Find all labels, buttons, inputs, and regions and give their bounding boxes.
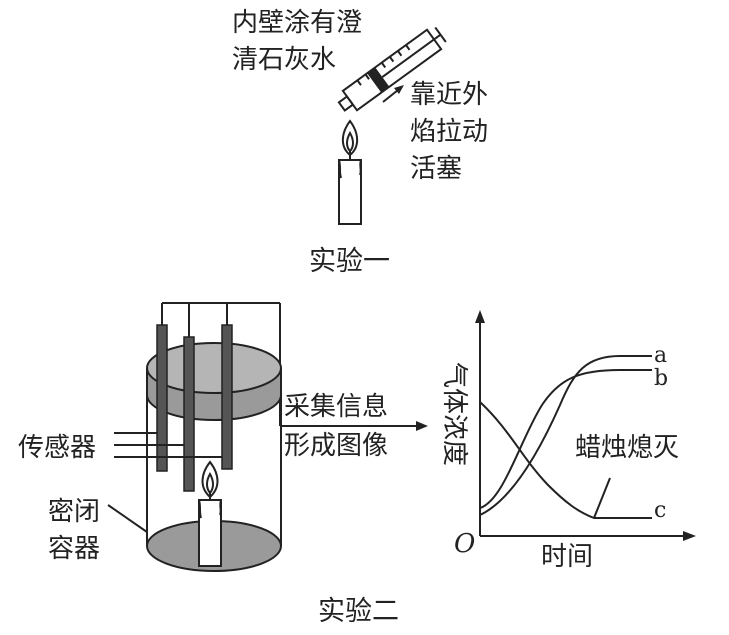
sensor-label: 传感器: [18, 433, 96, 463]
flame-inner: [346, 130, 354, 153]
process-line1: 采集信息: [284, 392, 388, 422]
candle-body: [198, 499, 222, 567]
caption-experiment-one: 实验一: [309, 246, 390, 277]
container-label-line1: 密闭: [48, 497, 100, 527]
sensor-middle: [183, 336, 195, 492]
data-arrow: [280, 421, 428, 431]
curve-c-label: c: [654, 498, 666, 523]
concentration-graph: O 时间 气体浓度 a b c 蜡烛熄灭: [439, 310, 696, 572]
syringe-plunger-rod: [381, 33, 442, 78]
action-line1: 靠近外: [410, 80, 488, 110]
syringe-label-line1: 内壁涂有澄: [232, 8, 362, 38]
action-line3: 活塞: [410, 154, 462, 184]
event-pointer: [593, 477, 611, 519]
experiment-two: 传感器 密闭 容器 采集信息 形成图像 实验二: [18, 302, 428, 627]
label-pointers: [107, 432, 222, 533]
container-label-line2: 容器: [48, 534, 100, 564]
sensors: [156, 324, 233, 492]
x-axis-label: 时间: [541, 542, 593, 572]
syringe-label-line2: 清石灰水: [232, 45, 336, 75]
candle-one: [338, 119, 362, 225]
event-label: 蜡烛熄灭: [575, 433, 679, 463]
sensor-left: [156, 324, 168, 472]
curve-a-label: a: [654, 343, 667, 368]
candle-two: [198, 460, 222, 567]
syringe-tip: [337, 95, 355, 112]
candle-body: [338, 159, 362, 225]
y-axis-label-text: 气体浓度: [439, 362, 469, 466]
curve-b-label: b: [654, 366, 668, 391]
x-axis-arrow: [683, 531, 696, 541]
syringe-plunger-handle: [434, 26, 447, 43]
curve-c: [479, 401, 652, 519]
sensor-right: [221, 324, 233, 470]
action-line2: 焰拉动: [410, 117, 488, 147]
curve-b: [479, 369, 652, 509]
process-line2: 形成图像: [284, 431, 388, 461]
pull-arrow: [382, 85, 404, 103]
syringe-plunger-seal: [367, 67, 390, 93]
curve-a: [479, 355, 652, 516]
axes: [475, 310, 696, 541]
syringe: [337, 26, 447, 112]
experiment-one: 内壁涂有澄 清石灰水 靠近外 焰拉动 活塞: [232, 8, 488, 277]
origin-label: O: [454, 529, 475, 559]
y-axis-arrow: [475, 310, 485, 323]
y-axis-label: 气体浓度: [439, 362, 469, 466]
caption-experiment-two: 实验二: [318, 596, 399, 627]
